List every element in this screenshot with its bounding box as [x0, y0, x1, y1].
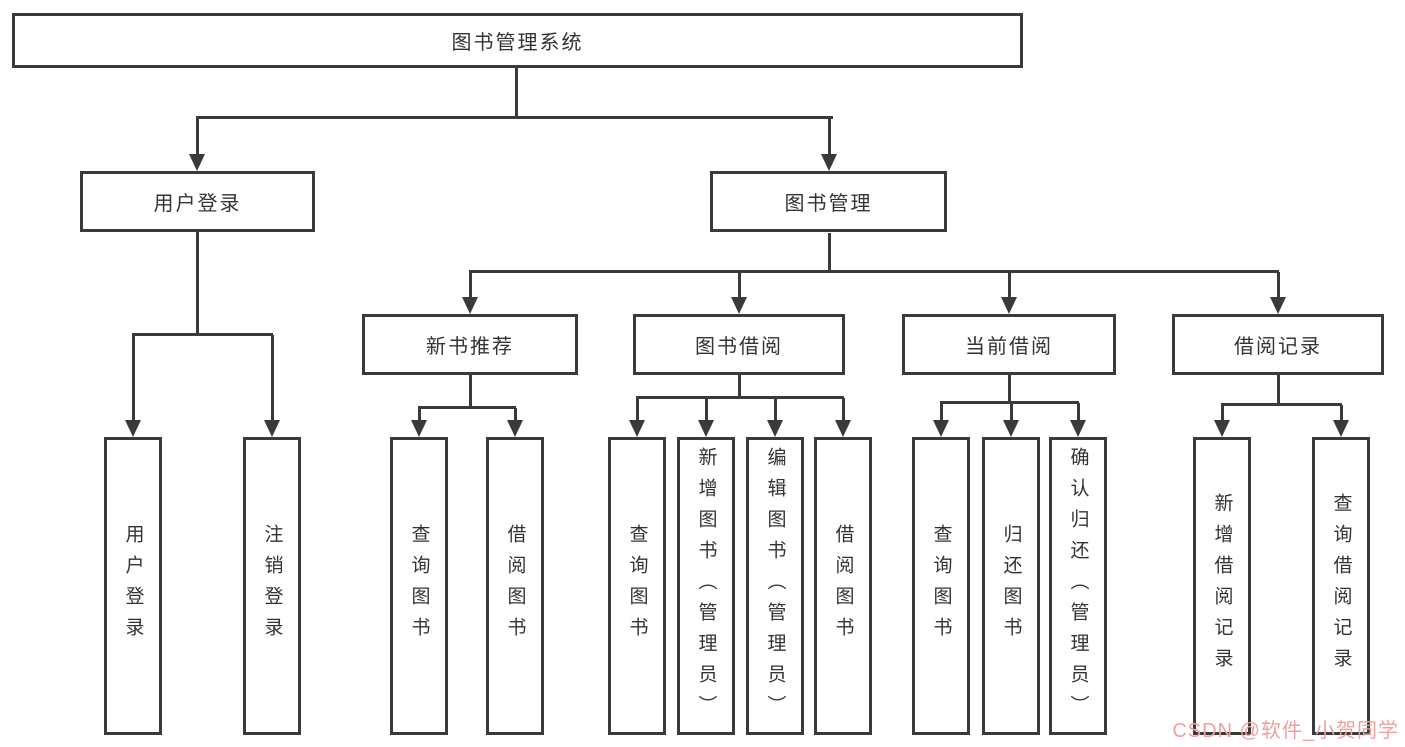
connector-line-vertical	[1077, 403, 1080, 426]
connector-line-horizontal	[196, 116, 833, 119]
leaf-cur-confirm-return-admin: 确认归还（管理员）	[1049, 437, 1107, 735]
leaf-user-login: 用户登录	[104, 437, 162, 735]
connector-line-vertical	[515, 68, 518, 118]
leaf-label: 编辑图书（管理员）	[764, 446, 786, 726]
arrowhead-down-icon	[835, 420, 851, 437]
connector-line-vertical	[514, 408, 517, 426]
csdn-watermark: CSDN @软件_小贺同学	[1172, 720, 1399, 742]
node-label: 当前借阅	[965, 336, 1053, 358]
leaf-logout: 注销登录	[243, 437, 301, 735]
leaf-bw-borrow-books: 借阅图书	[814, 437, 872, 735]
leaf-rec-query-record: 查询借阅记录	[1312, 437, 1370, 735]
leaf-label: 借阅图书	[832, 524, 854, 648]
leaf-label: 查询图书	[408, 524, 430, 648]
leaf-label: 确认归还（管理员）	[1067, 446, 1089, 726]
connector-line-vertical	[1008, 272, 1011, 302]
leaf-cur-return-books: 归还图书	[982, 437, 1040, 735]
connector-line-vertical	[738, 375, 741, 398]
connector-line-horizontal	[940, 401, 1079, 404]
arrowhead-down-icon	[125, 420, 141, 437]
connector-line-horizontal	[132, 333, 273, 336]
connector-line-vertical	[1277, 272, 1280, 302]
connector-line-vertical	[418, 408, 421, 426]
connector-line-vertical	[1277, 375, 1280, 405]
arrowhead-down-icon	[264, 420, 280, 437]
connector-line-vertical	[1340, 405, 1343, 426]
connector-line-vertical	[774, 398, 777, 426]
arrowhead-down-icon	[189, 154, 205, 171]
leaf-label: 查询图书	[930, 524, 952, 648]
leaf-bw-edit-books-admin: 编辑图书（管理员）	[746, 437, 804, 735]
connector-line-vertical	[705, 398, 708, 426]
connector-line-horizontal	[418, 406, 516, 409]
arrowhead-down-icon	[767, 420, 783, 437]
node-book-management: 图书管理	[710, 171, 947, 232]
node-current-borrow: 当前借阅	[902, 314, 1116, 375]
node-label: 图书管理	[784, 193, 873, 215]
connector-line-vertical	[842, 398, 845, 426]
arrowhead-down-icon	[462, 297, 478, 314]
arrowhead-down-icon	[1333, 420, 1349, 437]
leaf-label: 借阅图书	[504, 524, 526, 648]
connector-line-vertical	[196, 232, 199, 336]
connector-line-vertical	[1010, 403, 1013, 426]
leaf-nb-borrow-books: 借阅图书	[486, 437, 544, 735]
leaf-rec-add-record: 新增借阅记录	[1193, 437, 1251, 735]
node-label: 借阅记录	[1234, 336, 1322, 358]
connector-line-vertical	[196, 118, 199, 158]
node-label: 用户登录	[153, 193, 242, 215]
connector-line-vertical	[469, 272, 472, 302]
arrowhead-down-icon	[411, 420, 427, 437]
node-new-book-recommend: 新书推荐	[362, 314, 578, 375]
connector-line-vertical	[1008, 375, 1011, 403]
leaf-label: 新增图书（管理员）	[695, 446, 717, 726]
arrowhead-down-icon	[1070, 420, 1086, 437]
leaf-label: 查询借阅记录	[1330, 493, 1352, 679]
leaf-cur-query-books: 查询图书	[912, 437, 970, 735]
connector-line-vertical	[469, 375, 472, 408]
connector-line-vertical	[132, 335, 135, 425]
arrowhead-down-icon	[821, 154, 837, 171]
leaf-bw-add-books-admin: 新增图书（管理员）	[677, 437, 735, 735]
connector-line-vertical	[271, 335, 274, 425]
connector-line-vertical	[738, 272, 741, 302]
node-label: 图书借阅	[695, 336, 783, 358]
leaf-nb-query-books: 查询图书	[390, 437, 448, 735]
arrowhead-down-icon	[629, 420, 645, 437]
leaf-label: 查询图书	[626, 524, 648, 648]
arrowhead-down-icon	[1001, 297, 1017, 314]
arrowhead-down-icon	[1003, 420, 1019, 437]
arrowhead-down-icon	[698, 420, 714, 437]
arrowhead-down-icon	[1270, 297, 1286, 314]
node-label: 图书管理系统	[451, 32, 584, 54]
arrowhead-down-icon	[933, 420, 949, 437]
arrowhead-down-icon	[507, 420, 523, 437]
connector-line-horizontal	[1221, 403, 1342, 406]
arrowhead-down-icon	[1214, 420, 1230, 437]
leaf-label: 注销登录	[261, 524, 283, 648]
node-borrow-records: 借阅记录	[1172, 314, 1384, 375]
connector-line-vertical	[636, 398, 639, 426]
connector-line-vertical	[940, 403, 943, 426]
connector-line-horizontal	[636, 396, 844, 399]
leaf-label: 归还图书	[1000, 524, 1022, 648]
leaf-label: 用户登录	[122, 524, 144, 648]
connector-line-vertical	[828, 118, 831, 158]
node-label: 新书推荐	[426, 336, 514, 358]
arrowhead-down-icon	[731, 297, 747, 314]
node-book-borrow: 图书借阅	[633, 314, 845, 375]
connector-line-horizontal	[469, 270, 1279, 273]
leaf-bw-query-books: 查询图书	[608, 437, 666, 735]
node-user-login: 用户登录	[80, 171, 315, 232]
node-library-management-system: 图书管理系统	[12, 13, 1023, 68]
connector-line-vertical	[1221, 405, 1224, 426]
connector-line-vertical	[828, 233, 831, 273]
leaf-label: 新增借阅记录	[1211, 493, 1233, 679]
